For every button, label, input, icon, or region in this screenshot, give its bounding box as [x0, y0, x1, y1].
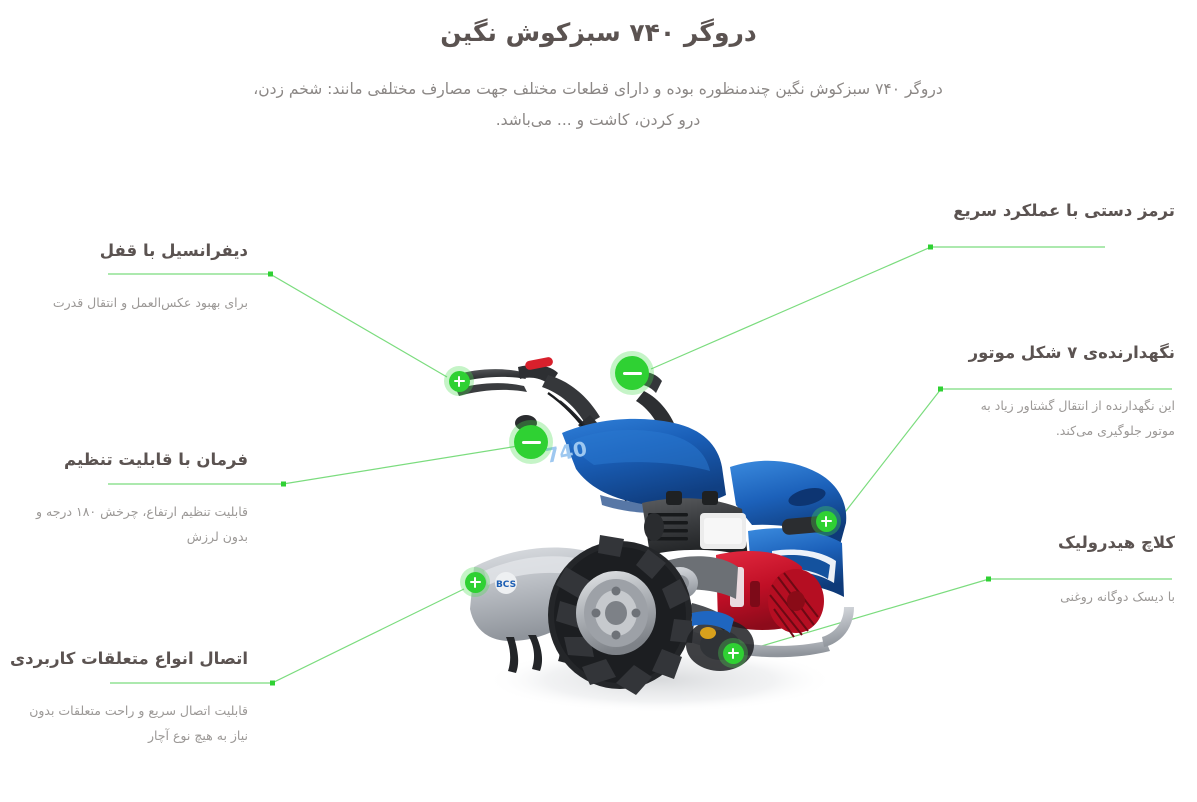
- marker-core: [464, 571, 486, 593]
- callout-attachments-title: اتصال انواع متعلقات کاربردی: [10, 649, 248, 668]
- callout-attachments-desc: قابلیت اتصال سریع و راحت متعلقات بدون نی…: [29, 703, 248, 743]
- callout-hydraulic-clutch-desc: با دیسک دوگانه روغنی: [1060, 589, 1175, 604]
- callout-locking-differential-desc: برای بهبود عکس‌العمل و انتقال قدرت: [52, 295, 248, 310]
- callout-locking-differential-title: دیفرانسیل با قفل: [99, 241, 248, 260]
- callout-locking-differential: دیفرانسیل با قفل برای بهبود عکس‌العمل و …: [22, 240, 248, 315]
- blue-body-shroud: 740: [543, 418, 726, 513]
- callout-engine-holder: نگهدارنده‌ی ۷ شکل موتور این نگهدارنده از…: [845, 342, 1175, 443]
- marker-core: [722, 642, 744, 664]
- rear-wheel: [548, 535, 694, 695]
- callout-attachments: اتصال انواع متعلقات کاربردی قابلیت اتصال…: [10, 648, 248, 748]
- callout-engine-holder-desc: این نگهدارنده از انتقال گشتاور زیاد به م…: [980, 398, 1175, 438]
- product-photo: 740: [430, 345, 880, 735]
- callout-adjustable-handlebar-title: فرمان با قابلیت تنظیم: [64, 450, 248, 469]
- callout-adjustable-handlebar: فرمان با قابلیت تنظیم قابلیت تنظیم ارتفا…: [22, 449, 248, 549]
- callout-hydraulic-clutch: کلاچ هیدرولیک با دیسک دوگانه روغنی: [845, 532, 1175, 609]
- marker-core: [615, 356, 649, 390]
- page-subtitle: دروگر ۷۴۰ سبزکوش نگین چندمنظوره بوده و د…: [253, 80, 943, 129]
- marker-core: [815, 510, 837, 532]
- marker-core: [514, 425, 548, 459]
- callout-engine-holder-title: نگهدارنده‌ی ۷ شکل موتور: [968, 343, 1175, 362]
- marker-handbrake-minus-icon[interactable]: [610, 351, 654, 395]
- callout-handbrake: ترمز دستی با عملکرد سریع: [845, 200, 1175, 222]
- callout-handbrake-title: ترمز دستی با عملکرد سریع: [953, 201, 1175, 220]
- brand-badge: BCS: [496, 580, 516, 590]
- marker-attachments-plus-icon[interactable]: [460, 567, 490, 597]
- callout-adjustable-handlebar-desc: قابلیت تنظیم ارتفاع، چرخش ۱۸۰ درجه و بدو…: [35, 504, 248, 544]
- marker-engine-holder-plus-icon[interactable]: [811, 506, 841, 536]
- marker-clutch-plus-icon[interactable]: [718, 638, 748, 668]
- marker-core: [448, 370, 470, 392]
- red-engine: [716, 551, 824, 638]
- marker-handlebar-minus-icon[interactable]: [509, 420, 553, 464]
- page-title: دروگر ۷۴۰ سبزکوش نگین: [440, 18, 757, 47]
- engine-block: [642, 491, 748, 557]
- callout-hydraulic-clutch-title: کلاچ هیدرولیک: [1057, 533, 1175, 552]
- blue-accents: [692, 611, 734, 639]
- marker-differential-plus-icon[interactable]: [444, 366, 474, 396]
